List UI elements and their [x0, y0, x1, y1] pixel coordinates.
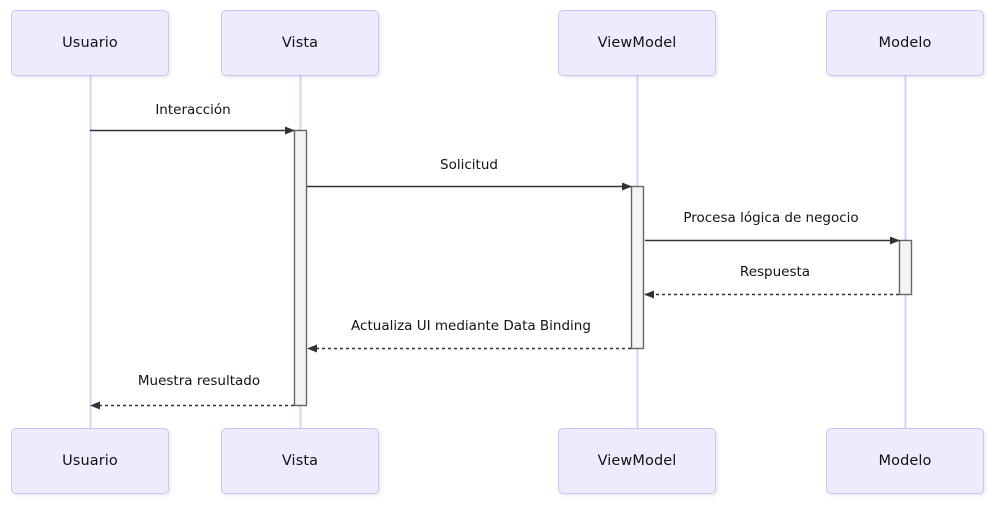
- lifelines-group: [89, 76, 907, 428]
- participant-label-vista: Vista: [281, 453, 319, 469]
- participant-label-viewmodel: ViewModel: [597, 35, 677, 51]
- participant-box-vista-top[interactable]: Vista: [221, 10, 379, 76]
- message-arrows-group: [90, 126, 900, 410]
- participant-box-modelo-top[interactable]: Modelo: [826, 10, 984, 76]
- participant-label-modelo: Modelo: [878, 453, 932, 469]
- participant-box-viewmodel-top[interactable]: ViewModel: [558, 10, 716, 76]
- participant-label-viewmodel: ViewModel: [597, 453, 677, 469]
- participant-label-modelo: Modelo: [878, 35, 932, 51]
- participant-box-viewmodel-bottom[interactable]: ViewModel: [558, 428, 716, 494]
- participant-box-modelo-bottom[interactable]: Modelo: [826, 428, 984, 494]
- activation-bars-group: [293, 129, 913, 407]
- activation-bar-modelo: [898, 239, 913, 296]
- participant-box-usuario-top[interactable]: Usuario: [11, 10, 169, 76]
- participant-box-usuario-bottom[interactable]: Usuario: [11, 428, 169, 494]
- participant-label-usuario: Usuario: [62, 35, 118, 51]
- participant-label-vista: Vista: [281, 35, 319, 51]
- activation-bar-viewmodel: [630, 185, 645, 350]
- activation-bar-vista: [293, 129, 308, 407]
- participant-label-usuario: Usuario: [62, 453, 118, 469]
- participant-box-vista-bottom[interactable]: Vista: [221, 428, 379, 494]
